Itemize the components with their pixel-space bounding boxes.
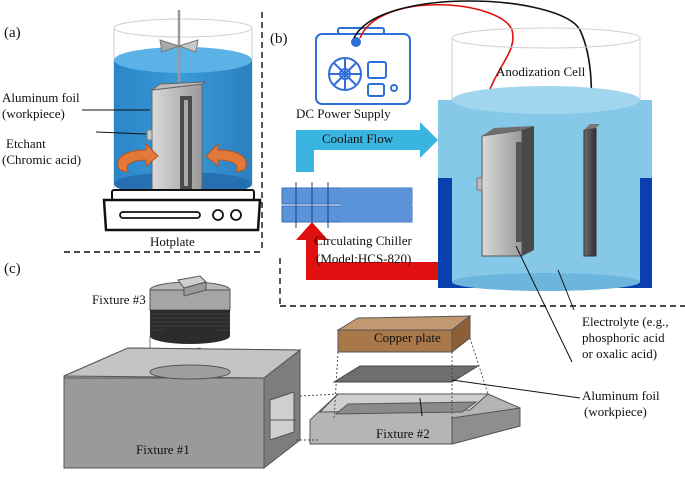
foil-sheet — [332, 365, 480, 383]
panel-a — [82, 10, 262, 232]
panel-label-c: (c) — [4, 261, 21, 277]
copper-plate — [336, 314, 472, 354]
stirrer-icon — [159, 10, 199, 82]
rotation-arrows-icon — [117, 142, 247, 173]
panel-c — [63, 275, 581, 470]
chiller-icon — [281, 182, 413, 228]
etchant-label-line1: Etchant — [6, 136, 46, 151]
foil-label-a-line1: Aluminum foil — [2, 90, 80, 105]
panel-b — [281, 0, 652, 363]
coolant-flow-label: Coolant Flow — [322, 131, 394, 146]
hotplate-icon — [102, 189, 262, 232]
panel-label-a: (a) — [4, 25, 21, 41]
foil-label-c-line2: (workpiece) — [584, 404, 647, 419]
anode-foil — [476, 126, 534, 257]
electrolyte-label-line3: or oxalic acid) — [582, 346, 658, 361]
anodization-cell-label: Anodization Cell — [496, 64, 586, 79]
fixture-1 — [63, 347, 302, 470]
return-flow-arrow — [296, 222, 438, 280]
fixture-2-label: Fixture #2 — [376, 426, 430, 441]
foil-label-c-line1: Aluminum foil — [582, 388, 660, 403]
fixture-2 — [309, 393, 521, 445]
fixture-1-label: Fixture #1 — [136, 442, 190, 457]
cathode-plate — [583, 124, 600, 257]
chiller-label-line1: Circulating Chiller — [314, 233, 412, 248]
panel-label-b: (b) — [270, 31, 288, 47]
panel-dividers — [64, 12, 685, 307]
hotplate-label: Hotplate — [150, 234, 195, 249]
power-supply-label: DC Power Supply — [296, 106, 391, 121]
electrolyte-label-line2: phosphoric acid — [582, 330, 665, 345]
copper-plate-label: Copper plate — [374, 330, 441, 345]
fixture-3-label: Fixture #3 — [92, 292, 146, 307]
power-supply-icon — [315, 27, 411, 105]
foil-workpiece-a — [146, 81, 207, 199]
foil-label-a-line2: (workpiece) — [2, 106, 65, 121]
etchant-label-line2: (Chromic acid) — [2, 152, 82, 167]
chiller-label-line2: (Model:HCS-820) — [316, 251, 412, 266]
coolant-flow-arrow — [296, 122, 438, 172]
electrolyte-label-line1: Electrolyte (e.g., — [582, 314, 669, 329]
